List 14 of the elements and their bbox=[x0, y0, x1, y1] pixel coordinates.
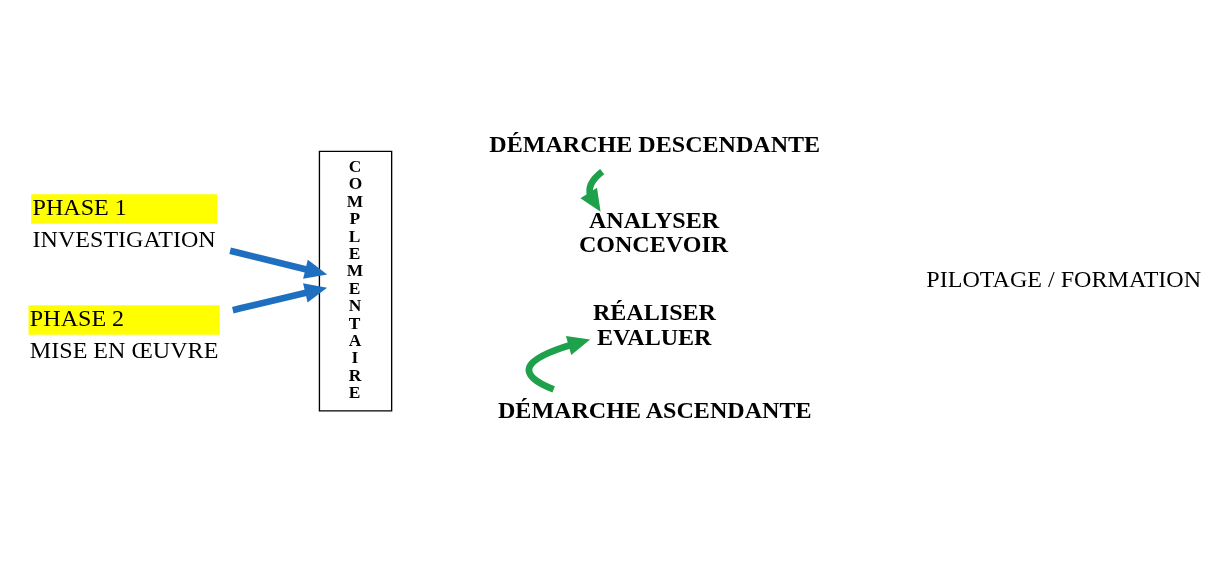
arrow bbox=[580, 169, 605, 212]
node-label: MISE EN ŒUVRE bbox=[29, 336, 219, 363]
node-box: PHASE 2 bbox=[28, 305, 220, 335]
node-box: PHASE 1 bbox=[31, 194, 218, 224]
arrow bbox=[525, 336, 591, 393]
node-text: ANALYSER CONCEVOIR bbox=[578, 207, 729, 258]
node-text: RÉALISER EVALUER bbox=[592, 299, 716, 350]
node-text: DÉMARCHE ASCENDANTE bbox=[497, 397, 812, 424]
label: PILOTAGE / FORMATION bbox=[926, 266, 1202, 293]
node-label: INVESTIGATION bbox=[32, 225, 216, 252]
arrow bbox=[229, 247, 328, 279]
node-text: DÉMARCHE DESCENDANTE bbox=[489, 130, 821, 157]
arrow bbox=[232, 283, 328, 314]
node-box: COMPLEMENTAIRE bbox=[318, 150, 393, 412]
